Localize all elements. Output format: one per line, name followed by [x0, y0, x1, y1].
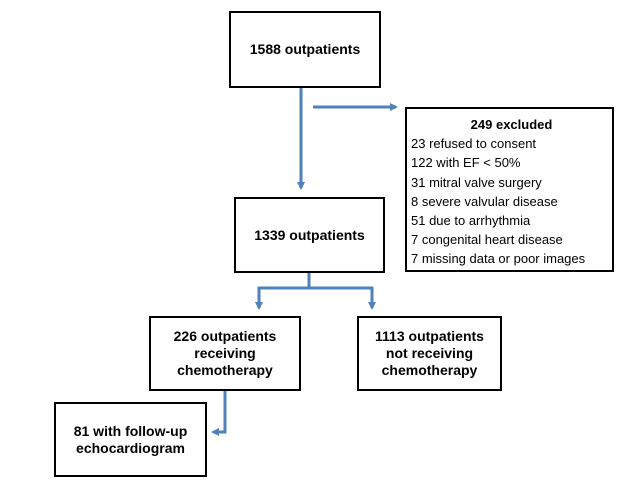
excluded-item: 23 refused to consent — [411, 136, 537, 152]
chemo-line: receiving — [194, 345, 256, 361]
box-included-outpatients: 1339 outpatients — [234, 197, 385, 273]
box-receiving-chemo: 226 outpatients receiving chemotherapy — [149, 316, 301, 391]
chemo-line: 226 outpatients — [173, 328, 277, 344]
chemo-line: chemotherapy — [177, 362, 273, 378]
box-excluded: 249 excluded 23 refused to consent 122 w… — [405, 107, 614, 272]
excluded-item: 7 congenital heart disease — [411, 232, 563, 248]
followup-line: 81 with follow-up — [73, 422, 188, 439]
no-chemo-line: 1113 outpatients — [375, 328, 484, 344]
box-total-label: 1588 outpatients — [249, 41, 361, 57]
box-not-receiving-chemo: 1113 outpatients not receiving chemother… — [357, 316, 502, 391]
arrow-chemo-to-followup — [211, 391, 227, 436]
no-chemo-line: chemotherapy — [381, 362, 478, 378]
excluded-item: 7 missing data or poor images — [411, 251, 586, 267]
box-included-label: 1339 outpatients — [254, 226, 365, 243]
followup-line: echocardiogram — [76, 439, 185, 456]
excluded-item: 122 with EF < 50% — [411, 155, 521, 171]
excluded-item: 51 due to arrhythmia — [411, 213, 531, 229]
excluded-item: 31 mitral valve surgery — [411, 174, 542, 190]
excluded-title: 249 excluded — [470, 117, 553, 132]
excluded-item: 8 severe valvular disease — [411, 193, 558, 209]
no-chemo-line: not receiving — [385, 345, 474, 361]
box-total-outpatients: 1588 outpatients — [229, 11, 381, 88]
box-followup-echo: 81 with follow-up echocardiogram — [54, 402, 207, 477]
